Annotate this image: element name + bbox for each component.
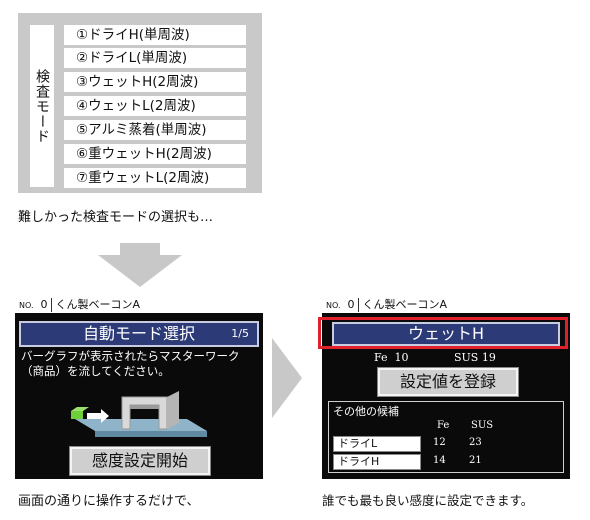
mode-item-wet-l[interactable]: ④ウェットL(2周波) [64, 96, 246, 116]
no-value: 0 [347, 298, 355, 311]
mode-item-dry-h[interactable]: ①ドライH(単周波) [64, 25, 246, 45]
column-sus: SUS [471, 420, 494, 431]
right-screen: NO. 0 くん製ベーコンA ウェットH Fe 10 SUS 19 設定値を登録 そ… [318, 297, 570, 479]
start-sensitivity-setting-button[interactable]: 感度設定開始 [69, 446, 211, 476]
product-name: くん製ベーコンA [362, 298, 448, 311]
candidate-fe: 12 [433, 437, 446, 448]
mode-item-aluminum[interactable]: ⑤アルミ蒸着(単周波) [64, 120, 246, 140]
selected-mode-title: ウェットH [407, 324, 485, 343]
caption-right: 誰でも最も良い感度に設定できます。 [322, 493, 534, 508]
no-value: 0 [40, 298, 48, 311]
register-settings-button[interactable]: 設定値を登録 [377, 367, 519, 397]
mode-item-heavy-wet-l[interactable]: ⑦重ウェットL(2周波) [64, 168, 246, 188]
sus-readout: SUS 19 [454, 351, 496, 364]
other-candidates-title: その他の候補 [333, 405, 399, 418]
right-screen-header: NO. 0 くん製ベーコンA [322, 297, 570, 313]
mode-item-heavy-wet-h[interactable]: ⑥重ウェットH(2周波) [64, 144, 246, 164]
conveyor-illustration-icon [71, 391, 207, 437]
fe-readout: Fe 10 [374, 351, 409, 364]
candidate-sus: 23 [469, 437, 482, 448]
inspection-mode-label: 検査モード [30, 25, 54, 187]
left-screen: NO. 0 くん製ベーコンA 自動モード選択 1/5 バーグラフが表示されたらマスタ… [15, 297, 263, 479]
mode-item-wet-h[interactable]: ③ウェットH(2周波) [64, 72, 246, 92]
selected-mode-title-bar: ウェットH [332, 322, 560, 346]
other-candidates-box: その他の候補 Fe SUS ドライL 12 23 ドライH 14 21 [328, 401, 564, 473]
caption-left: 画面の通りに操作するだけで、 [18, 494, 200, 509]
page-indicator: 1/5 [231, 327, 249, 340]
auto-mode-title-bar: 自動モード選択 1/5 [19, 321, 259, 347]
instruction-message: バーグラフが表示されたらマスターワーク （商品）を流してください。 [21, 349, 240, 378]
fe-value: 10 [394, 351, 409, 364]
product-name: くん製ベーコンA [55, 298, 141, 311]
highlight-frame [318, 317, 568, 349]
candidate-sus: 21 [469, 455, 482, 466]
screen-title: 自動モード選択 [82, 324, 195, 343]
sus-label: SUS [454, 351, 479, 364]
candidate-row-button[interactable]: ドライL [333, 436, 421, 452]
left-screen-header: NO. 0 くん製ベーコンA [15, 297, 263, 313]
fe-label: Fe [374, 351, 388, 364]
column-fe: Fe [437, 420, 450, 431]
caption-top: 難しかった検査モードの選択も… [18, 210, 214, 225]
candidate-fe: 14 [433, 455, 446, 466]
right-arrow-icon [272, 338, 302, 418]
no-label: NO. [19, 301, 34, 310]
candidate-row-button[interactable]: ドライH [333, 454, 421, 470]
down-arrow-icon [98, 243, 182, 287]
no-label: NO. [326, 301, 341, 310]
sus-value: 19 [481, 351, 496, 364]
mode-item-dry-l[interactable]: ②ドライL(単周波) [64, 48, 246, 68]
